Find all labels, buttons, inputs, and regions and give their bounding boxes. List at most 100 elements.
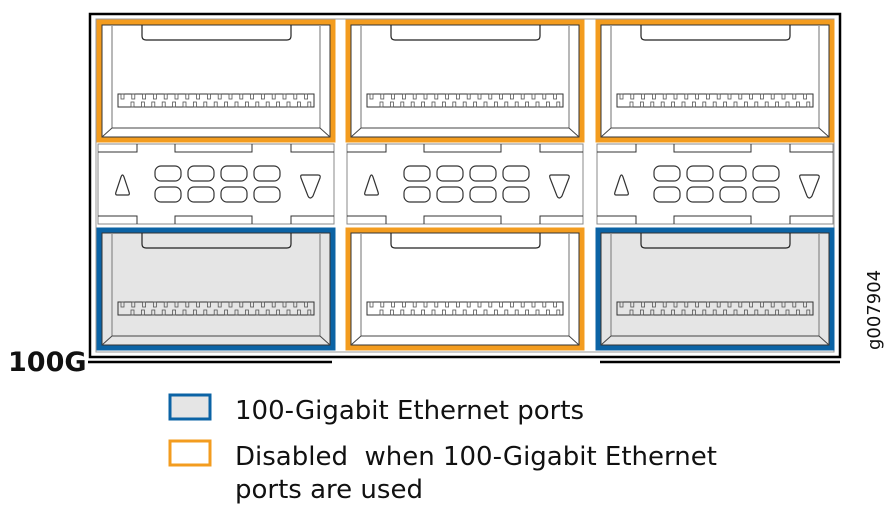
- led-indicator: [436, 165, 464, 182]
- connector-pin-top: [142, 93, 147, 100]
- led-indicator: [154, 186, 182, 203]
- connector-pin-bottom: [514, 309, 519, 316]
- connector-pin-top: [542, 93, 547, 100]
- connector-pin-top: [803, 301, 807, 308]
- connector-pin-bottom: [276, 101, 281, 108]
- connector-pin-top: [391, 93, 396, 100]
- connector-pin-top: [749, 93, 753, 100]
- connector-pin-bottom: [556, 309, 561, 316]
- connector-pin-bottom: [785, 101, 790, 108]
- connector-pin-bottom: [462, 309, 467, 316]
- connector-pin-top: [174, 301, 179, 308]
- led-indicator: [653, 186, 681, 203]
- port-top-3: [595, 19, 835, 143]
- connector-pin-bottom: [161, 309, 166, 316]
- connector-pin-bottom: [650, 309, 655, 316]
- connector-pin-top: [662, 93, 667, 100]
- connector-pin-top: [423, 93, 428, 100]
- connector-pin-bottom: [744, 101, 748, 108]
- connector-pin-bottom: [441, 309, 446, 316]
- port-top-2: [345, 19, 585, 143]
- led-indicator: [719, 165, 747, 182]
- connector-pin-top: [206, 93, 211, 100]
- connector-pin-top: [131, 93, 136, 100]
- connector-pin-bottom: [421, 101, 426, 108]
- connector-pin-bottom: [671, 309, 675, 316]
- connector-pin-bottom: [493, 101, 498, 108]
- connector-pin-top: [509, 301, 514, 308]
- connector-pin-top: [695, 93, 699, 100]
- connector-pin-bottom: [775, 309, 779, 316]
- port-frame: [96, 19, 336, 143]
- connector-pin-bottom: [692, 101, 696, 108]
- connector-pin-top: [185, 93, 190, 100]
- connector-pin-top: [619, 301, 624, 308]
- port-frame: [595, 227, 835, 351]
- port-frame: [345, 227, 585, 351]
- connector-pin-bottom: [203, 309, 208, 316]
- port-tab: [640, 233, 791, 249]
- chassis-inner: [95, 18, 835, 353]
- connector-pin-top: [412, 93, 417, 100]
- led-panel-notch-top: [347, 144, 583, 153]
- arrow-up-icon: [614, 174, 629, 196]
- connector-pin-bottom: [379, 101, 384, 108]
- connector-pin-bottom: [723, 101, 727, 108]
- connector-pin-top: [499, 93, 504, 100]
- connector-pin-bottom: [140, 101, 145, 108]
- connector-pin-bottom: [535, 101, 540, 108]
- cage-corner: [818, 335, 830, 346]
- connector-pin-top: [673, 93, 678, 100]
- connector-pin-top: [695, 301, 699, 308]
- connector-pin-top: [445, 301, 450, 308]
- led-indicator: [187, 186, 215, 203]
- connector-pin-top: [488, 93, 493, 100]
- connector-pin-bottom: [493, 309, 498, 316]
- led-indicator: [752, 186, 780, 203]
- connector-pin-top: [781, 301, 786, 308]
- connector-pin-bottom: [452, 309, 457, 316]
- connector-pin-bottom: [702, 101, 707, 108]
- led-indicator: [154, 165, 182, 182]
- connector-pin-bottom: [473, 101, 478, 108]
- connector-pin-top: [120, 301, 125, 308]
- connector-pin-bottom: [389, 309, 394, 316]
- led-indicator: [653, 165, 681, 182]
- connector-pin-bottom: [546, 101, 550, 108]
- connector-pin-top: [304, 93, 309, 100]
- led-panel-2: [346, 143, 584, 225]
- connector-pin-top: [641, 301, 645, 308]
- connector-pin-bottom: [255, 101, 260, 108]
- legend-label-disabled-line1: Disabled when 100-Gigabit Ethernet: [235, 442, 717, 472]
- led-indicator: [403, 165, 431, 182]
- connector-pin-bottom: [203, 101, 208, 108]
- connector-pin-bottom: [234, 309, 239, 316]
- port-tab: [141, 233, 292, 249]
- connector-pin-top: [706, 93, 710, 100]
- connector-pin-bottom: [307, 101, 312, 108]
- led-indicator: [469, 165, 497, 182]
- connector-pin-top: [369, 93, 374, 100]
- connector-pin-top: [488, 301, 493, 308]
- connector-pin-top: [282, 301, 287, 308]
- connector-pin-bottom: [213, 101, 218, 108]
- connector-pin-top: [271, 301, 276, 308]
- led-indicator: [253, 165, 281, 182]
- port-frame: [96, 227, 336, 351]
- connector-pin-bottom: [660, 309, 665, 316]
- speed-label: 100G: [8, 347, 87, 378]
- cage-corner: [568, 335, 580, 346]
- connector-pin-bottom: [244, 101, 249, 108]
- connector-pin-top: [142, 301, 147, 308]
- led-indicator: [502, 186, 530, 203]
- connector-pin-bottom: [276, 309, 281, 316]
- connector-pin-bottom: [431, 101, 436, 108]
- connector-pin-top: [271, 93, 276, 100]
- port-tab: [390, 233, 541, 249]
- connector-pin-bottom: [441, 101, 446, 108]
- connector-pin-top: [466, 93, 471, 100]
- cage-corner: [350, 127, 362, 138]
- connector-pin-bottom: [255, 309, 260, 316]
- led-panel-frame: [346, 143, 584, 225]
- led-panel-3: [596, 143, 834, 225]
